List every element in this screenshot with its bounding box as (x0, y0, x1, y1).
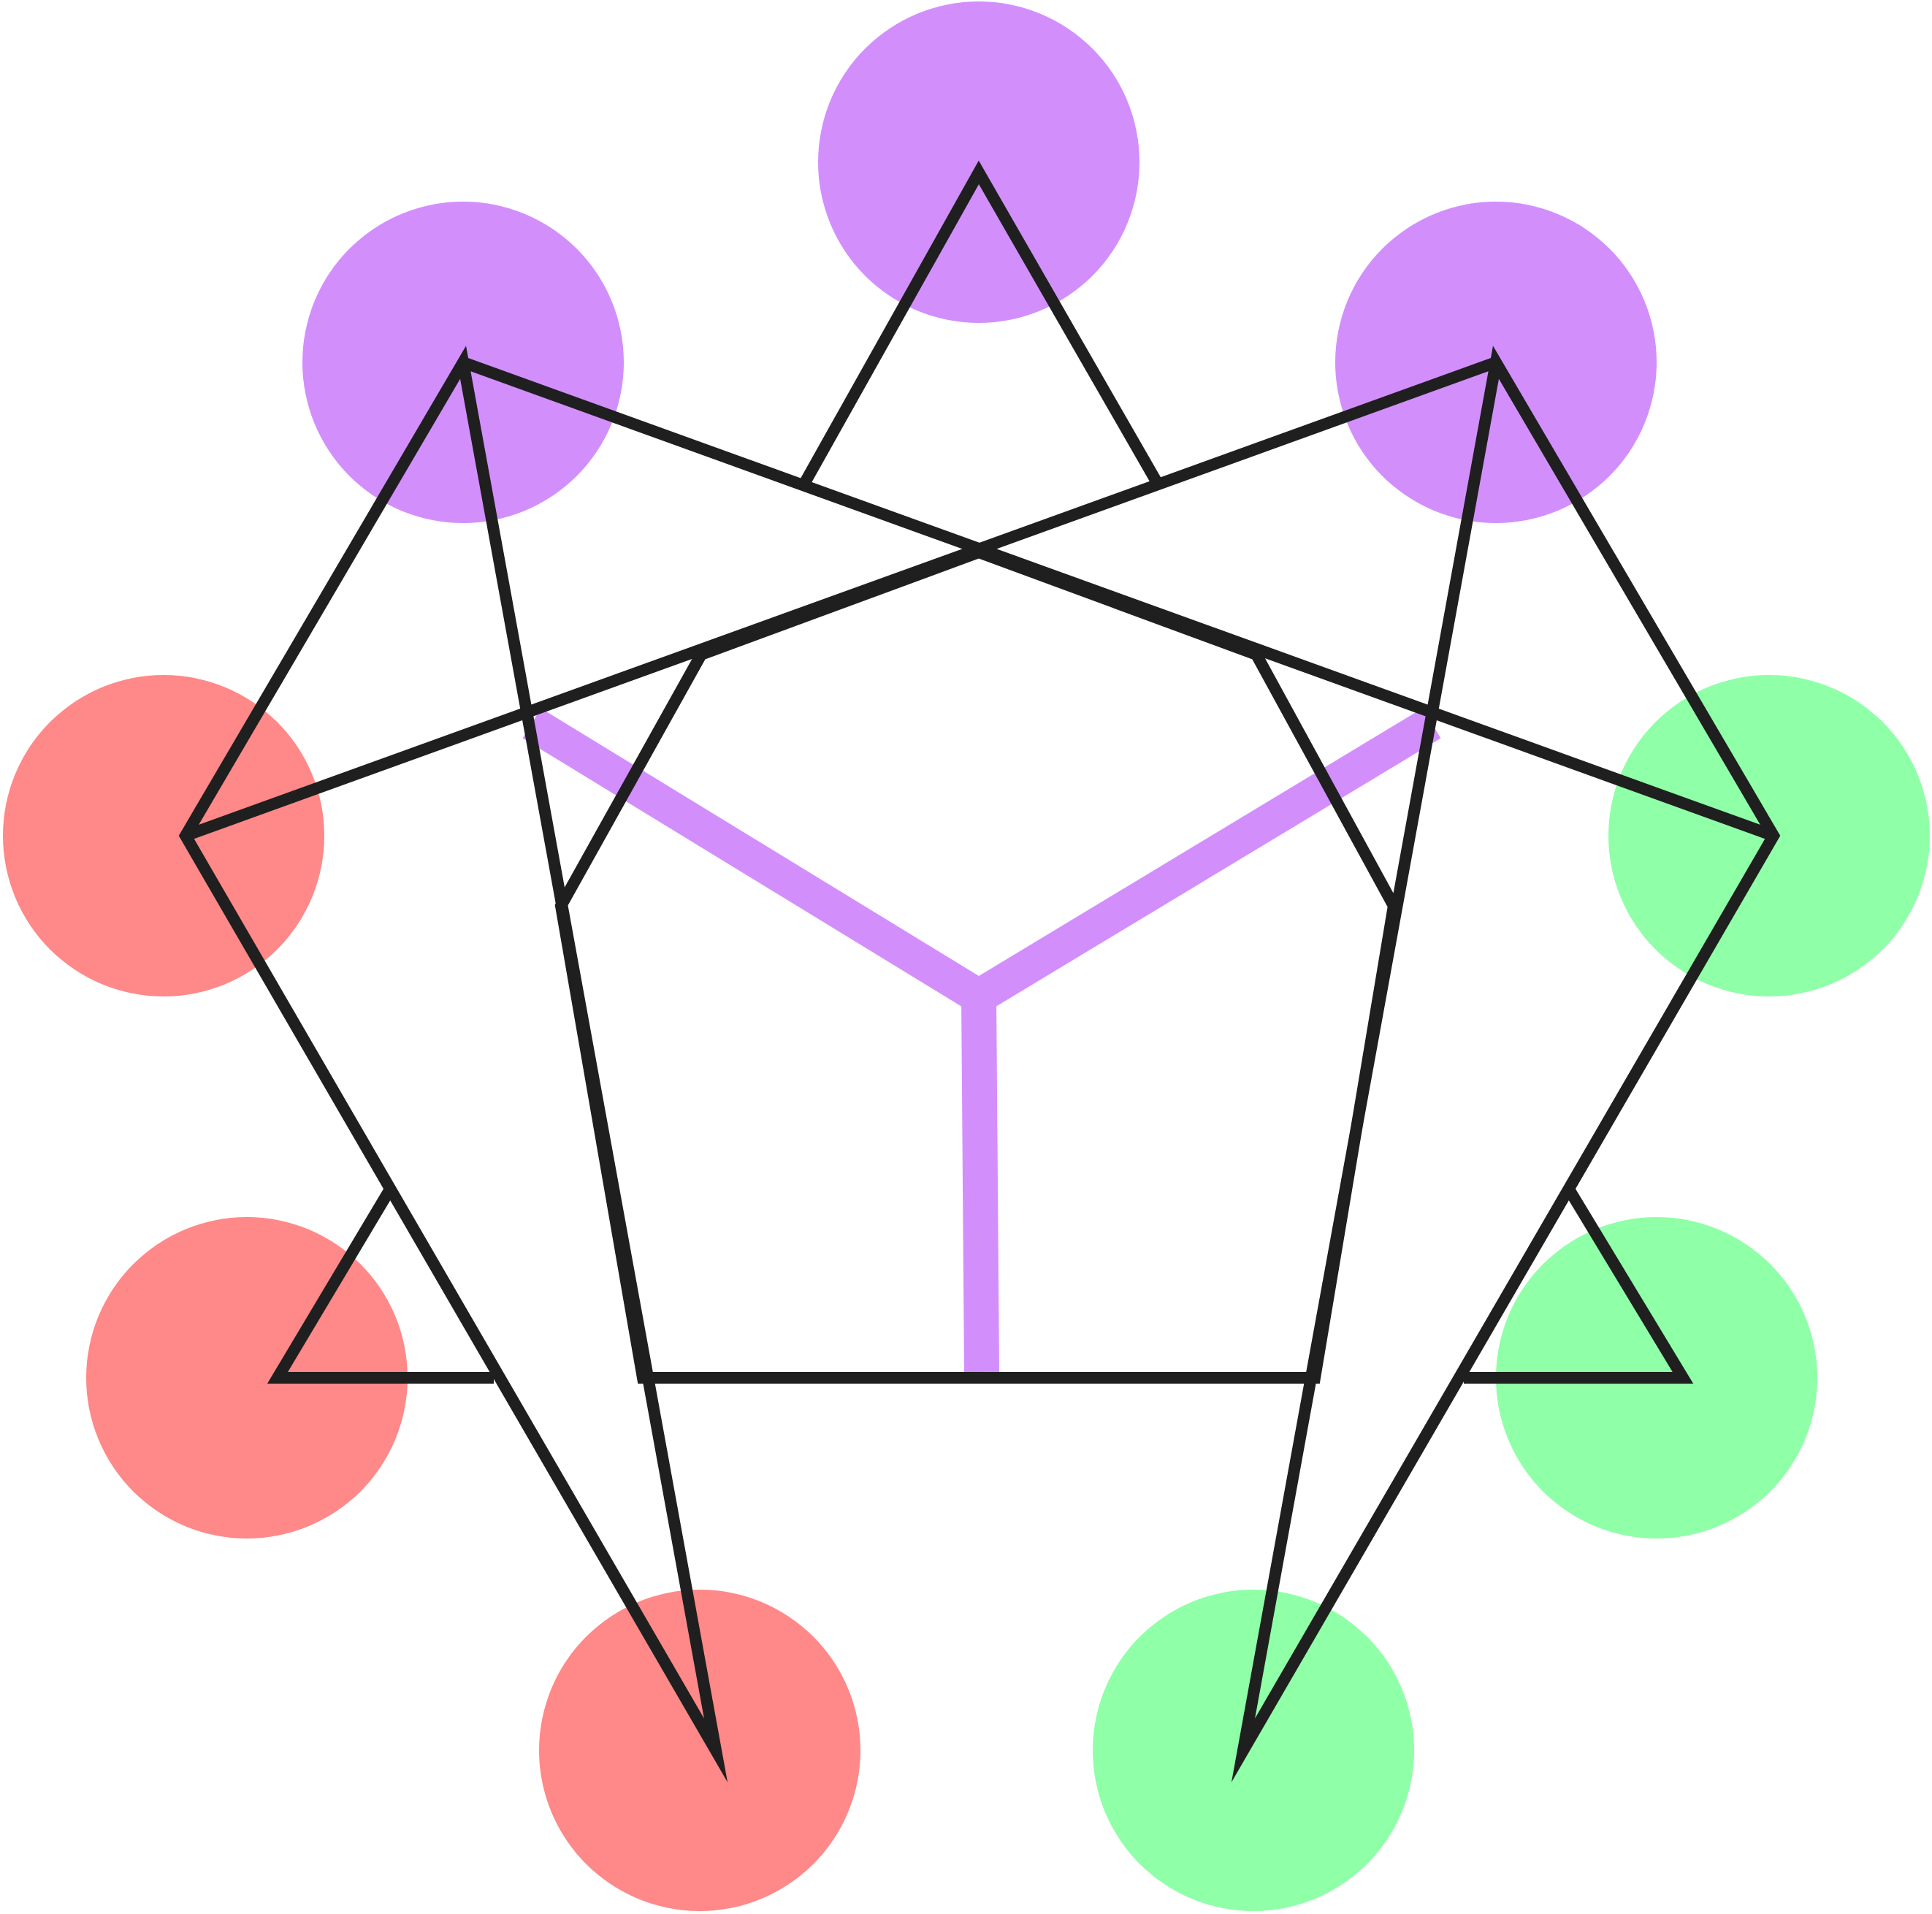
lower-right-spike (1464, 1186, 1694, 1384)
node-green-bottom (1093, 1590, 1414, 1911)
node-red-bottom (539, 1590, 860, 1911)
center-connector (522, 708, 1441, 1373)
lower-left-spike (267, 1186, 494, 1384)
cross-line-descending (461, 357, 1776, 842)
top-spike (798, 160, 1164, 488)
left-tall-triangle (178, 346, 728, 1783)
central-pentagon (554, 546, 1400, 1384)
node-red-left (3, 675, 324, 996)
cross-line-ascending (183, 357, 1498, 842)
right-tall-triangle (1231, 346, 1781, 1783)
